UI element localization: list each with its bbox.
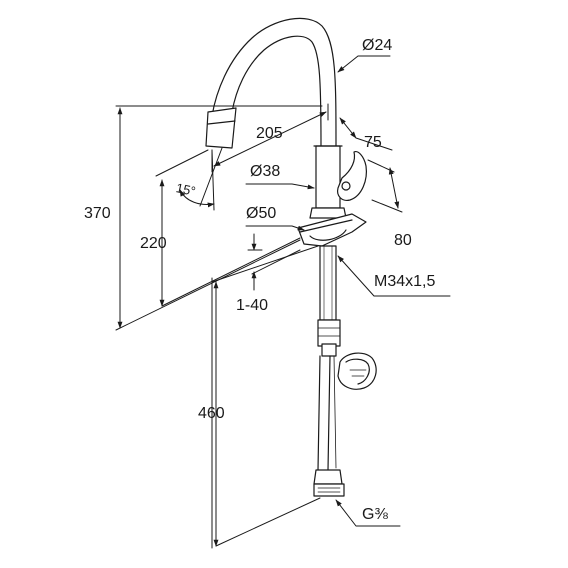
label-total-height: 370 [84, 205, 111, 222]
supply-hose [317, 355, 331, 471]
label-base-diameter: Ø50 [246, 205, 277, 222]
spout-inner-contour [231, 35, 322, 149]
leader-g38 [335, 499, 401, 527]
label-thread: M34x1,5 [374, 273, 436, 290]
hose-weight [337, 352, 377, 390]
label-handle-height: 80 [394, 232, 412, 249]
label-spout-diameter: Ø24 [362, 37, 393, 54]
lever-handle [337, 151, 367, 201]
dim-80 [388, 167, 400, 209]
label-spout-height: 220 [140, 235, 167, 252]
dim-205 [213, 111, 327, 167]
leader-d38 [245, 183, 315, 190]
hose-connector [313, 469, 343, 485]
faucet-body [205, 17, 377, 497]
fixing-nut [317, 319, 341, 347]
label-body-diameter: Ø38 [250, 163, 281, 180]
label-connection: G⅜ [362, 506, 388, 523]
dimension-lines [115, 55, 451, 549]
base-plate [297, 213, 367, 247]
body-column [315, 145, 341, 209]
label-deck-thickness: 1-40 [236, 297, 269, 314]
label-spray-angle: 15° [174, 180, 198, 199]
mounting-stud [319, 245, 337, 321]
dim-75 [339, 117, 357, 139]
leader-d24 [337, 55, 391, 73]
label-reach: 205 [256, 125, 283, 142]
leader-m34 [337, 255, 451, 297]
spray-head [205, 107, 237, 149]
label-handle-depth: 75 [364, 134, 382, 151]
lever-pivot [341, 181, 351, 191]
spout-outer-contour [211, 17, 337, 149]
label-hose-length: 460 [198, 405, 225, 422]
dim-15deg [179, 189, 215, 208]
leader-d50 [245, 225, 305, 231]
